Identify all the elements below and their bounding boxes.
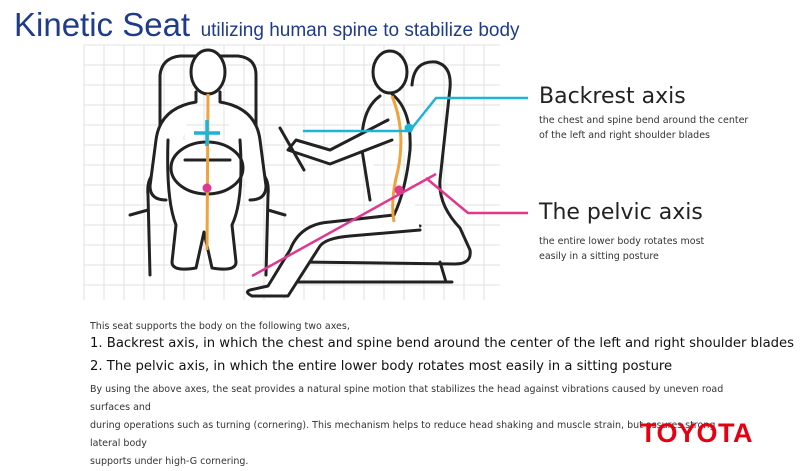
pelvic-leader — [425, 177, 528, 215]
pelvic-desc-line1: the entire lower body rotates most — [539, 236, 705, 247]
para-line1: By using the above axes, the seat provid… — [90, 384, 724, 413]
para-line2: during operations such as turning (corne… — [90, 420, 716, 449]
title-main: Kinetic Seat — [14, 6, 191, 43]
seat-illustration — [83, 44, 528, 300]
front-spine — [205, 93, 210, 251]
backrest-desc-line2: of the left and right shoulder blades — [539, 130, 710, 141]
axis-markers — [194, 96, 528, 278]
intro-text: This seat supports the body on the follo… — [90, 321, 350, 332]
pelvic-axis-title: The pelvic axis — [539, 200, 703, 225]
side-pelvic-dot — [394, 185, 404, 195]
pelvic-desc-line2: easily in a sitting posture — [539, 251, 659, 262]
side-view-person — [245, 49, 422, 298]
side-backrest-dot — [404, 123, 414, 133]
side-spine — [390, 95, 403, 223]
front-pelvic-dot — [202, 183, 212, 193]
backrest-axis-title: Backrest axis — [539, 84, 686, 109]
pelvic-axis-desc: the entire lower body rotates most easil… — [539, 234, 779, 264]
point-pelvic: 2. The pelvic axis, in which the entire … — [90, 359, 673, 374]
para-line3: supports under high-G cornering. — [90, 456, 249, 467]
point-backrest: 1. Backrest axis, in which the chest and… — [90, 336, 795, 351]
backrest-desc-line1: the chest and spine bend around the cent… — [539, 115, 749, 126]
backrest-leader — [411, 96, 528, 129]
backrest-axis-desc: the chest and spine bend around the cent… — [539, 113, 779, 143]
page-title: Kinetic Seat utilizing human spine to st… — [14, 6, 520, 44]
front-view-person — [148, 48, 268, 271]
side-pelvic-line — [251, 172, 437, 278]
explanation-paragraph: By using the above axes, the seat provid… — [90, 381, 730, 471]
toyota-logo: TOYOTA — [640, 418, 754, 448]
title-subtitle: utilizing human spine to stabilize body — [200, 20, 520, 41]
